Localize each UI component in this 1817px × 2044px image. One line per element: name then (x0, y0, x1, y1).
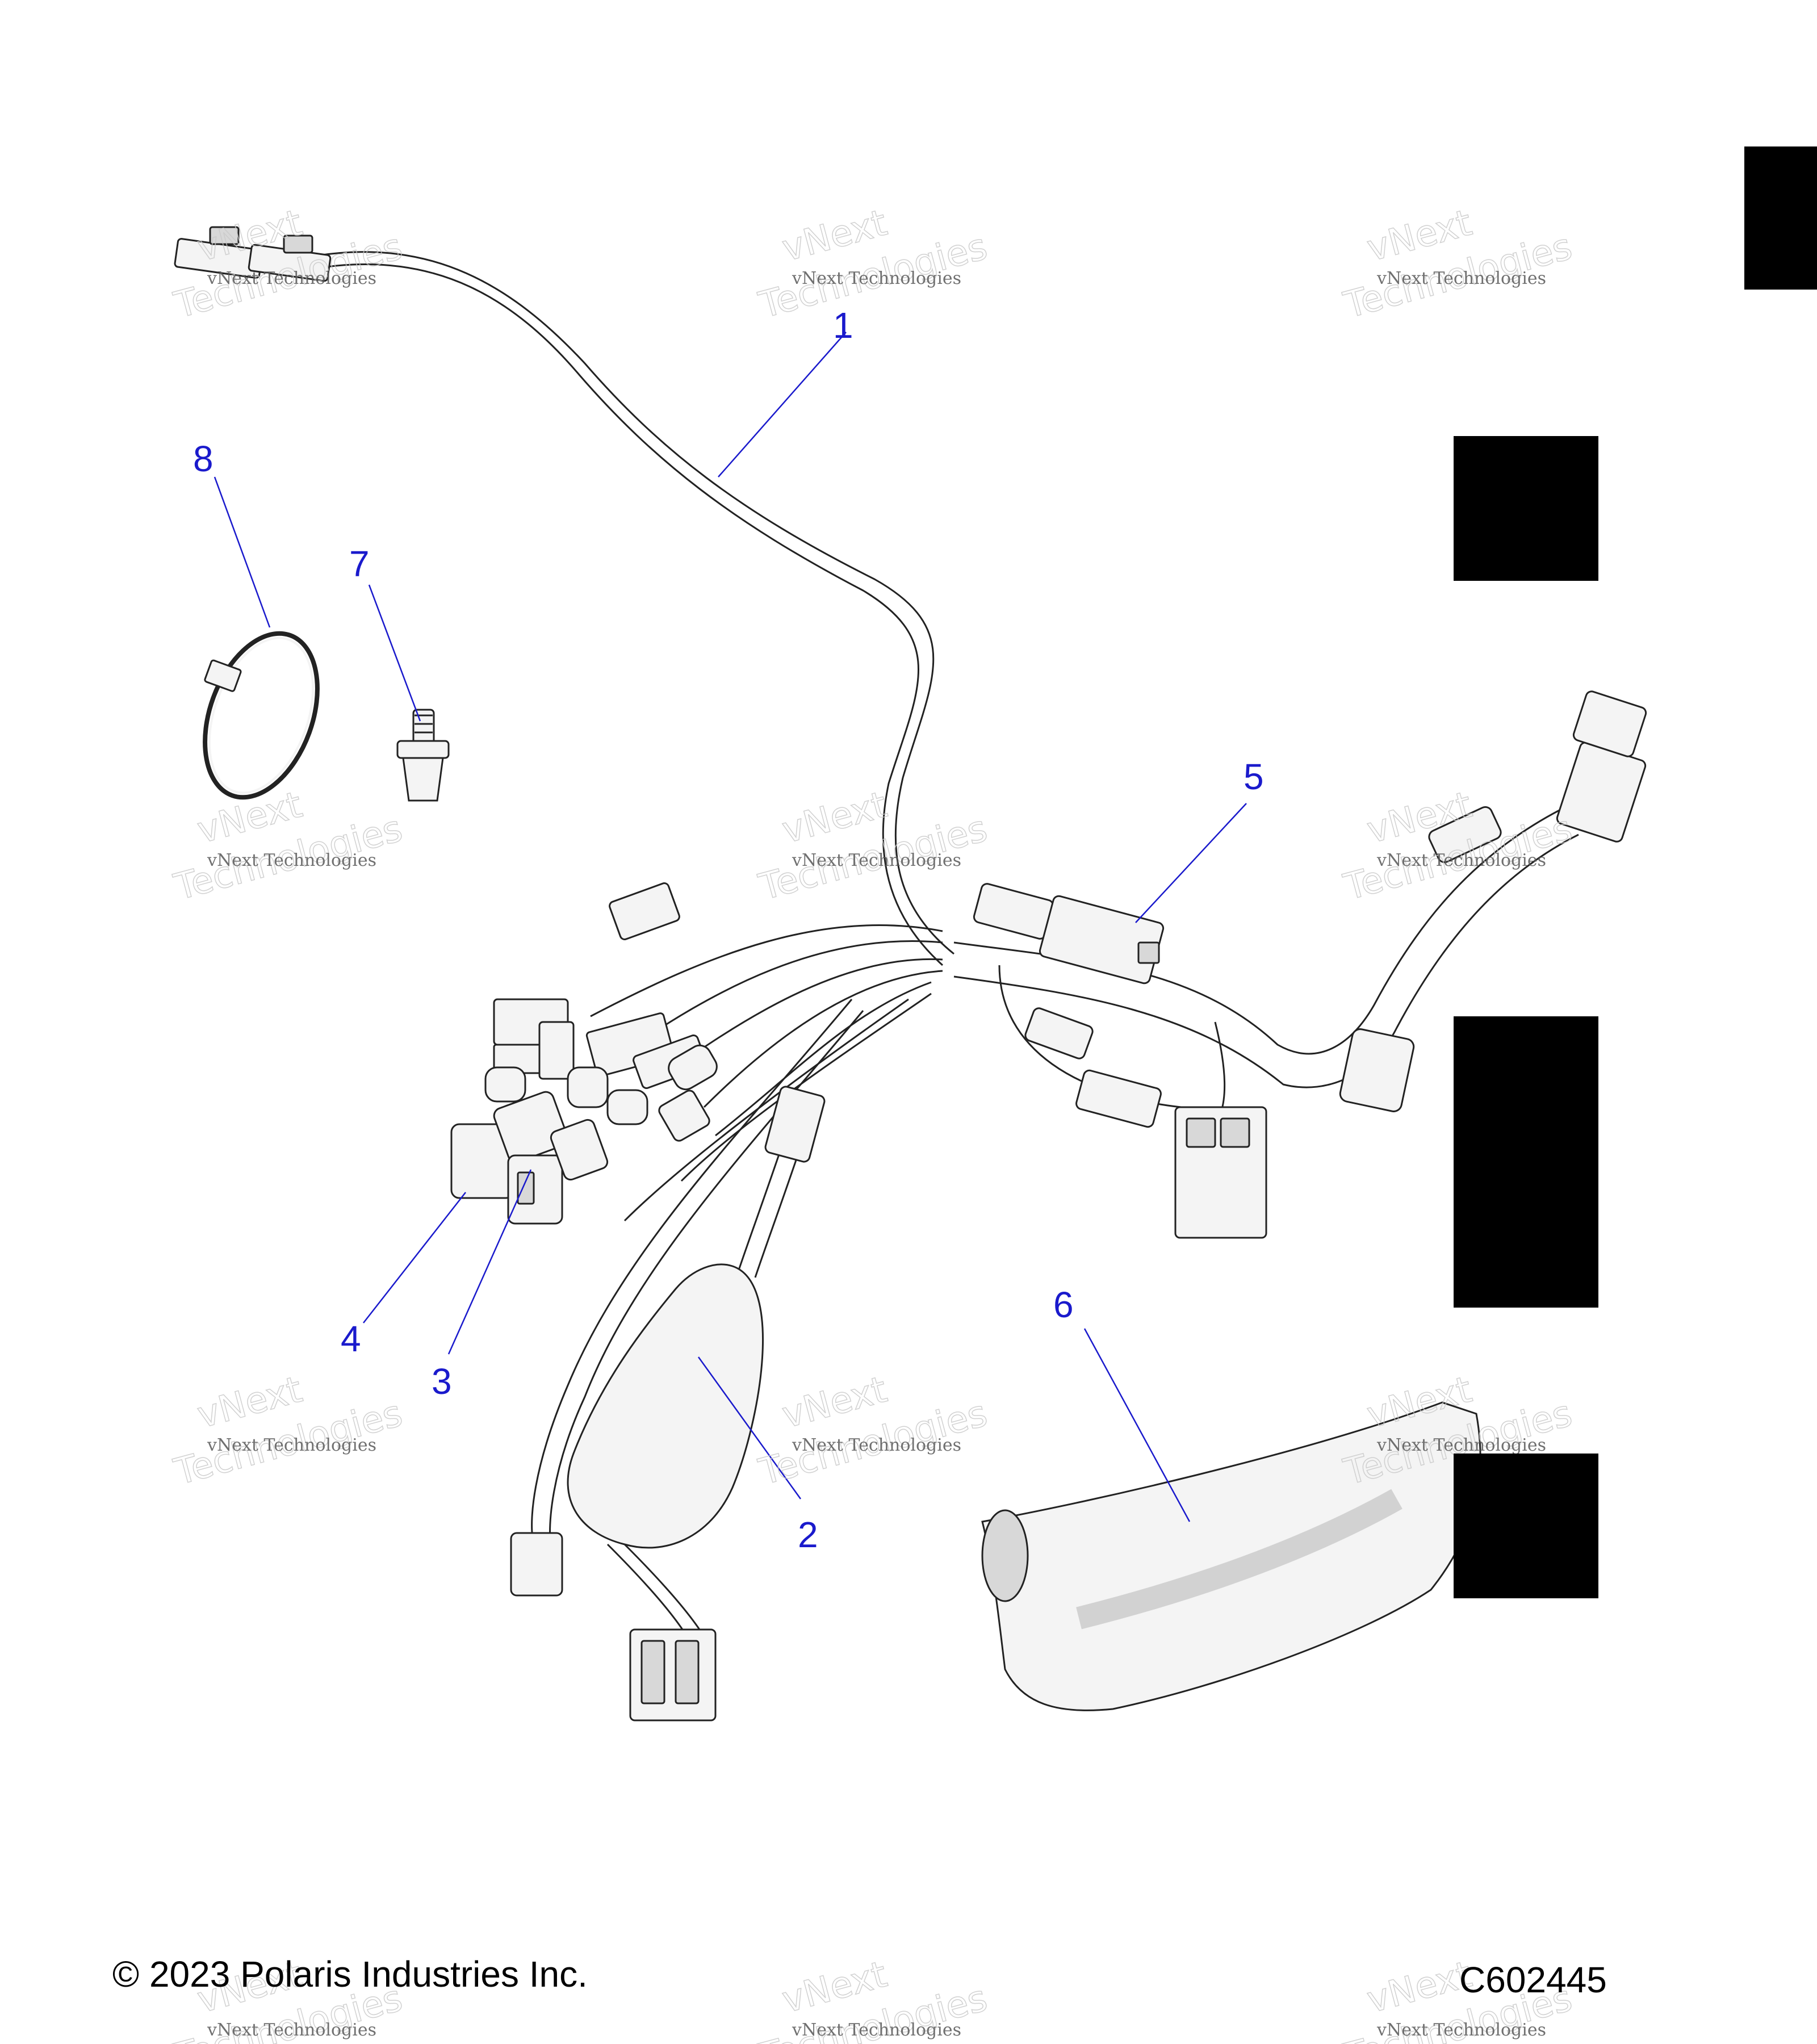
callout-6: 6 (1053, 1284, 1074, 1325)
harness-left-connectors (484, 882, 718, 1142)
watermark: vNext Technologies vNext Technologies (169, 202, 407, 328)
svg-text:vNext Technologies: vNext Technologies (792, 1435, 961, 1455)
fuse-block (1024, 1007, 1267, 1239)
watermark: vNext Technologies vNext Technologies (754, 1953, 992, 2044)
sleeve-part-6 (981, 1401, 1481, 1711)
cable-tie-part-8 (203, 631, 320, 800)
callout-8: 8 (193, 438, 213, 479)
svg-text:vNext Technologies: vNext Technologies (1376, 851, 1546, 870)
redaction-block-top (1744, 146, 1817, 290)
redaction-block-2 (1454, 1016, 1598, 1308)
sealed-connector-part-2 (510, 1086, 826, 1722)
callout-1: 1 (833, 305, 853, 346)
watermark: vNext Technologies vNext Technologies (1339, 1953, 1577, 2044)
watermark: vNext Technologies vNext Technologies (754, 784, 992, 910)
redaction-block-3 (1454, 1454, 1598, 1598)
push-rivet-part-7 (396, 709, 450, 802)
svg-text:vNext Technologies: vNext Technologies (207, 1435, 376, 1455)
leader-lines (213, 332, 1247, 1522)
svg-text:vNext Technologies: vNext Technologies (207, 2020, 376, 2040)
svg-text:vNext Technologies: vNext Technologies (1376, 269, 1546, 288)
svg-text:vNext Technologies: vNext Technologies (1376, 1435, 1546, 1455)
watermark: vNext Technologies vNext Technologies (754, 1368, 992, 1494)
harness-top-connector (174, 226, 332, 282)
watermark: vNext Technologies vNext Technologies (1339, 202, 1577, 328)
svg-text:vNext Technologies: vNext Technologies (207, 851, 376, 870)
callout-labels: 1 2 3 4 5 6 7 8 (193, 305, 1264, 1555)
cap-part-4 (450, 1091, 569, 1199)
callout-5: 5 (1244, 756, 1264, 797)
callout-4: 4 (341, 1318, 361, 1359)
callout-2: 2 (798, 1514, 818, 1555)
watermark-grid: vNext Technologies vNext Technologies vN… (169, 202, 1577, 2044)
watermark: vNext Technologies vNext Technologies (169, 1368, 407, 1494)
copyright-text: © 2023 Polaris Industries Inc. (112, 1954, 588, 1995)
watermark: vNext Technologies vNext Technologies (169, 784, 407, 910)
svg-text:vNext Technologies: vNext Technologies (792, 851, 961, 870)
svg-text:vNext Technologies: vNext Technologies (207, 269, 376, 288)
connector-part-5 (973, 883, 1165, 985)
callout-3: 3 (432, 1361, 452, 1402)
figure-code: C602445 (1459, 1959, 1607, 2000)
cap-part-3 (507, 1119, 609, 1225)
watermark: vNext Technologies vNext Technologies (754, 202, 992, 328)
svg-text:vNext Technologies: vNext Technologies (792, 2020, 961, 2040)
watermark: vNext Technologies vNext Technologies (1339, 784, 1577, 910)
svg-text:vNext Technologies: vNext Technologies (1376, 2020, 1546, 2040)
harness-right-connectors (1339, 690, 1647, 1112)
svg-text:vNext Technologies: vNext Technologies (792, 269, 961, 288)
callout-7: 7 (349, 543, 370, 584)
redaction-block-1 (1454, 436, 1598, 581)
